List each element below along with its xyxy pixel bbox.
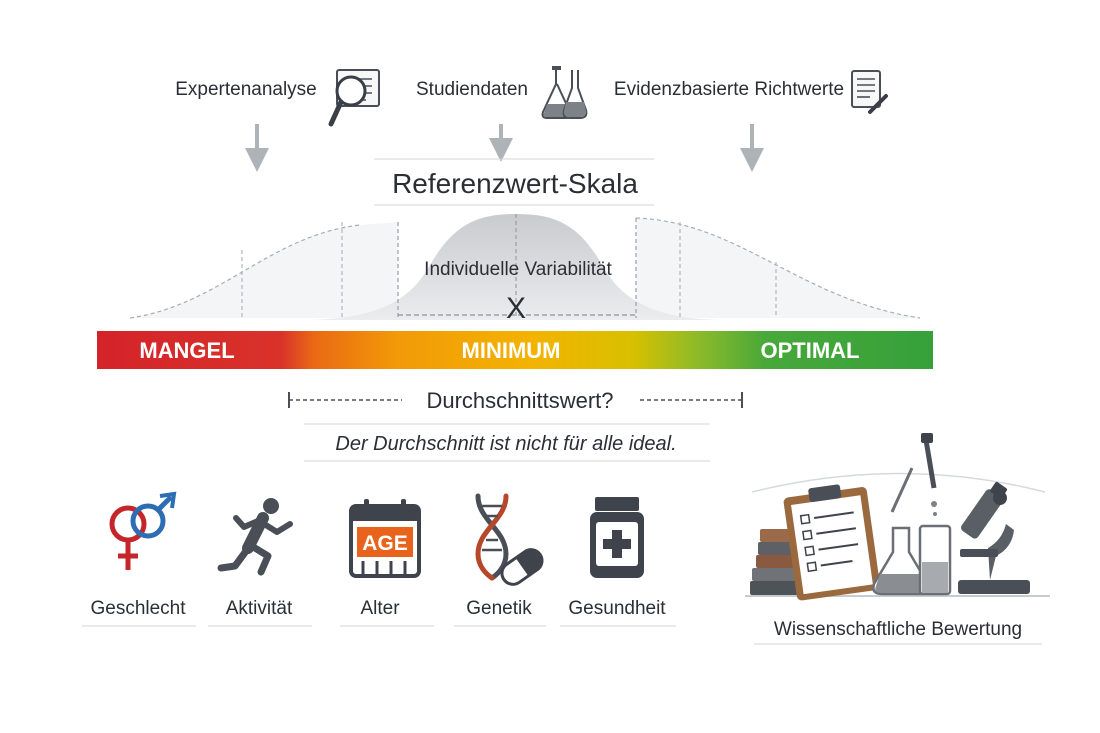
factor-gender: Geschlecht [82,491,196,627]
page-title: Referenzwert-Skala [392,168,638,199]
scale-segment-mangel: MANGEL [139,338,234,363]
scientific-evaluation: Wissenschaftliche Bewertung [745,433,1050,645]
scale-segment-minimum: MINIMUM [462,338,561,363]
dna-capsule-icon [475,493,544,586]
scale-segment-optimal: OPTIMAL [761,338,860,363]
average-note: Der Durchschnitt ist nicht für alle idea… [335,433,676,455]
source-study-data: Studiendaten [416,66,588,162]
average-marker: X [506,292,526,325]
factor-label: Geschlecht [90,598,186,619]
age-badge: AGE [362,532,408,555]
source-label: Studiendaten [416,79,528,100]
age-calendar-icon: AGE [349,499,421,578]
runner-icon [217,498,293,576]
document-pen-icon [851,70,888,114]
factor-label: Genetik [466,598,532,619]
factor-label: Alter [360,598,400,619]
factor-activity: Aktivität [208,498,312,627]
factor-age: AGE Alter [340,499,434,627]
factor-genetics: Genetik [454,493,546,627]
average-range: Durchschnittswert? Der Durchschnitt ist … [288,388,743,462]
source-label: Expertenanalyse [175,79,317,100]
evaluation-label: Wissenschaftliche Bewertung [774,619,1022,640]
reference-scale-bar: MANGEL MINIMUM OPTIMAL [97,331,933,369]
magnifier-document-icon [328,69,380,127]
gender-symbols-icon [109,491,177,570]
source-label: Evidenzbasierte Richtwerte [614,79,844,100]
source-expert-analysis: Expertenanalyse [175,69,380,172]
lab-flasks-icon [541,66,588,119]
variability-label: Individuelle Variabilität [424,259,612,280]
factor-health: Gesundheit [560,497,676,627]
lab-evaluation-icon [745,433,1050,601]
average-question: Durchschnittswert? [426,388,613,413]
distribution-curve: Individuelle Variabilität X [129,214,921,325]
source-evidence-values: Evidenzbasierte Richtwerte [614,70,888,172]
factor-label: Gesundheit [568,598,666,619]
factor-label: Aktivität [226,598,293,619]
scale-title-box: Referenzwert-Skala [374,158,654,206]
medicine-bottle-icon [590,497,644,578]
